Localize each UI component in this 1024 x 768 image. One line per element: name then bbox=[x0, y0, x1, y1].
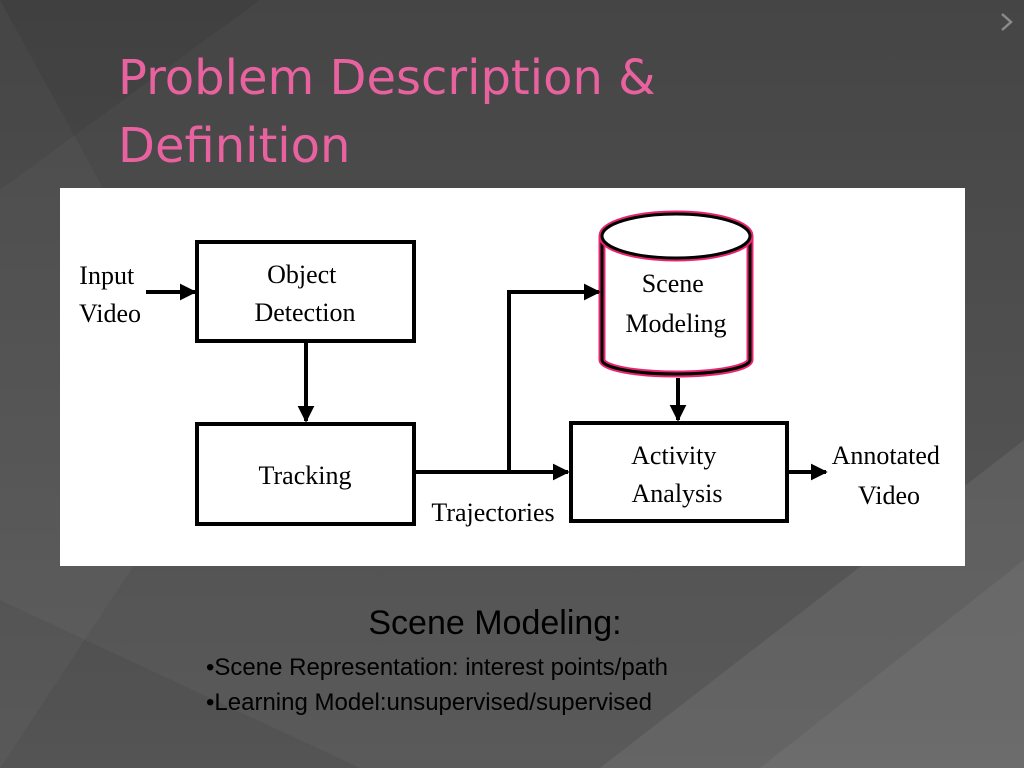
trajectories-label: Trajectories bbox=[431, 498, 554, 527]
caption-bullet-item: •Learning Model:unsupervised/supervised bbox=[206, 689, 653, 716]
caption-heading: Scene Modeling: bbox=[368, 604, 622, 642]
svg-text:Tracking: Tracking bbox=[259, 461, 352, 490]
activity-analysis-node: Activity Analysis bbox=[569, 421, 789, 523]
svg-text:Object Detection: Object Detection bbox=[254, 260, 355, 327]
tracking-node: Tracking bbox=[195, 422, 416, 526]
caption-bullet-item: •Scene Representation: interest points/p… bbox=[206, 654, 669, 681]
slide-title-line-2: Definition bbox=[118, 118, 351, 174]
slide-title: Problem Description & Definition bbox=[118, 44, 978, 180]
slide-title-line-1: Problem Description & bbox=[118, 50, 656, 106]
slide-next-marker-icon bbox=[1001, 13, 1013, 31]
annotated-video-label: Annotated Video bbox=[832, 441, 947, 510]
svg-text:Scene Modeling: Scene Modeling bbox=[625, 269, 726, 338]
svg-text:Activity Analysis: Activity Analysis bbox=[631, 441, 723, 508]
arrow-trajectories-to-scene-modeling bbox=[507, 283, 601, 472]
scene-modeling-node: Scene Modeling bbox=[598, 210, 754, 378]
object-detection-node: Object Detection bbox=[195, 240, 416, 343]
caption-bullet-list: •Scene Representation: interest points/p… bbox=[206, 650, 668, 720]
pipeline-diagram: Input Video Object Detection Tracking Sc… bbox=[60, 188, 965, 566]
input-video-label: Input Video bbox=[79, 261, 141, 328]
